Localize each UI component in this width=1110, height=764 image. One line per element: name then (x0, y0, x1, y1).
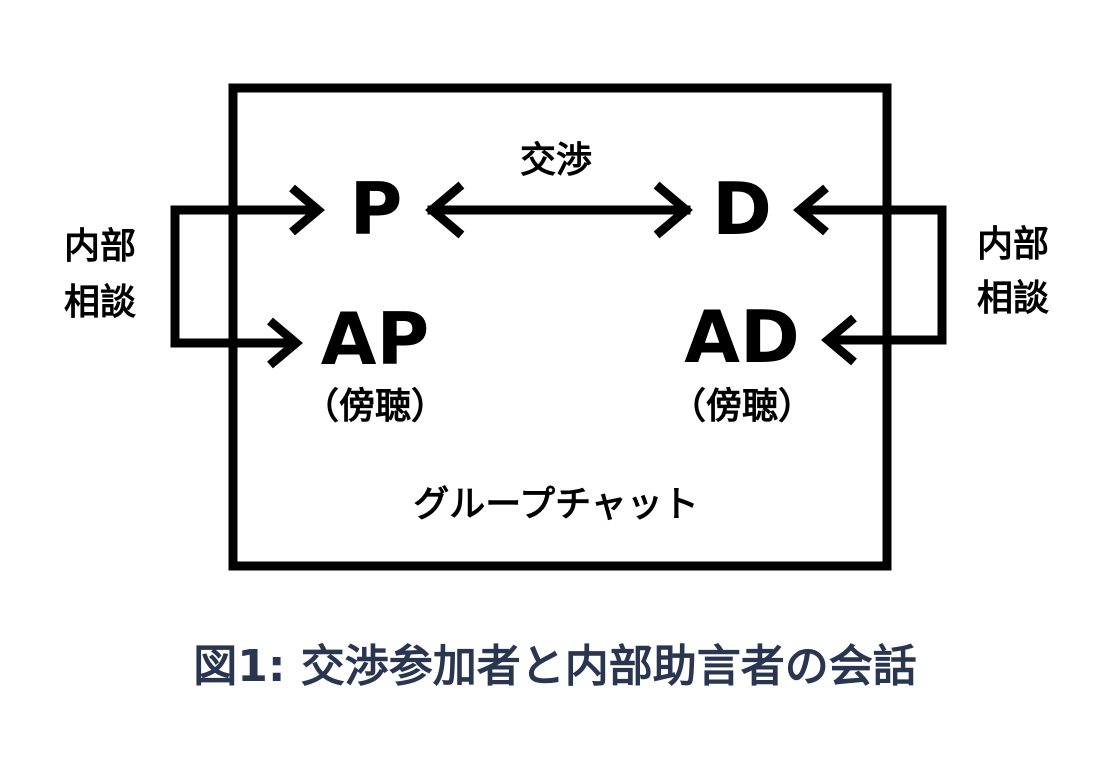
label-negotiation: 交渉 (520, 139, 592, 181)
negotiation-arrow (425, 181, 693, 239)
node-ap-sub: （傍聴） (303, 386, 447, 427)
node-d: D (712, 167, 772, 251)
label-left-line1: 内部 (64, 226, 136, 267)
node-ad: AD (684, 295, 800, 379)
node-ad-sub: （傍聴） (670, 386, 814, 427)
figure-caption: 図1: 交渉参加者と内部助言者の会話 (193, 641, 917, 692)
group-chat-frame (228, 83, 892, 571)
right-consultation-arrow (793, 184, 947, 366)
node-ap: AP (321, 297, 430, 381)
label-left-line2: 相談 (64, 282, 136, 323)
label-right-line2: 相談 (977, 278, 1049, 319)
left-consultation-arrow (170, 184, 325, 369)
label-group-chat: グループチャット (413, 484, 698, 525)
label-right-line1: 内部 (977, 224, 1049, 265)
node-p: P (350, 167, 403, 251)
